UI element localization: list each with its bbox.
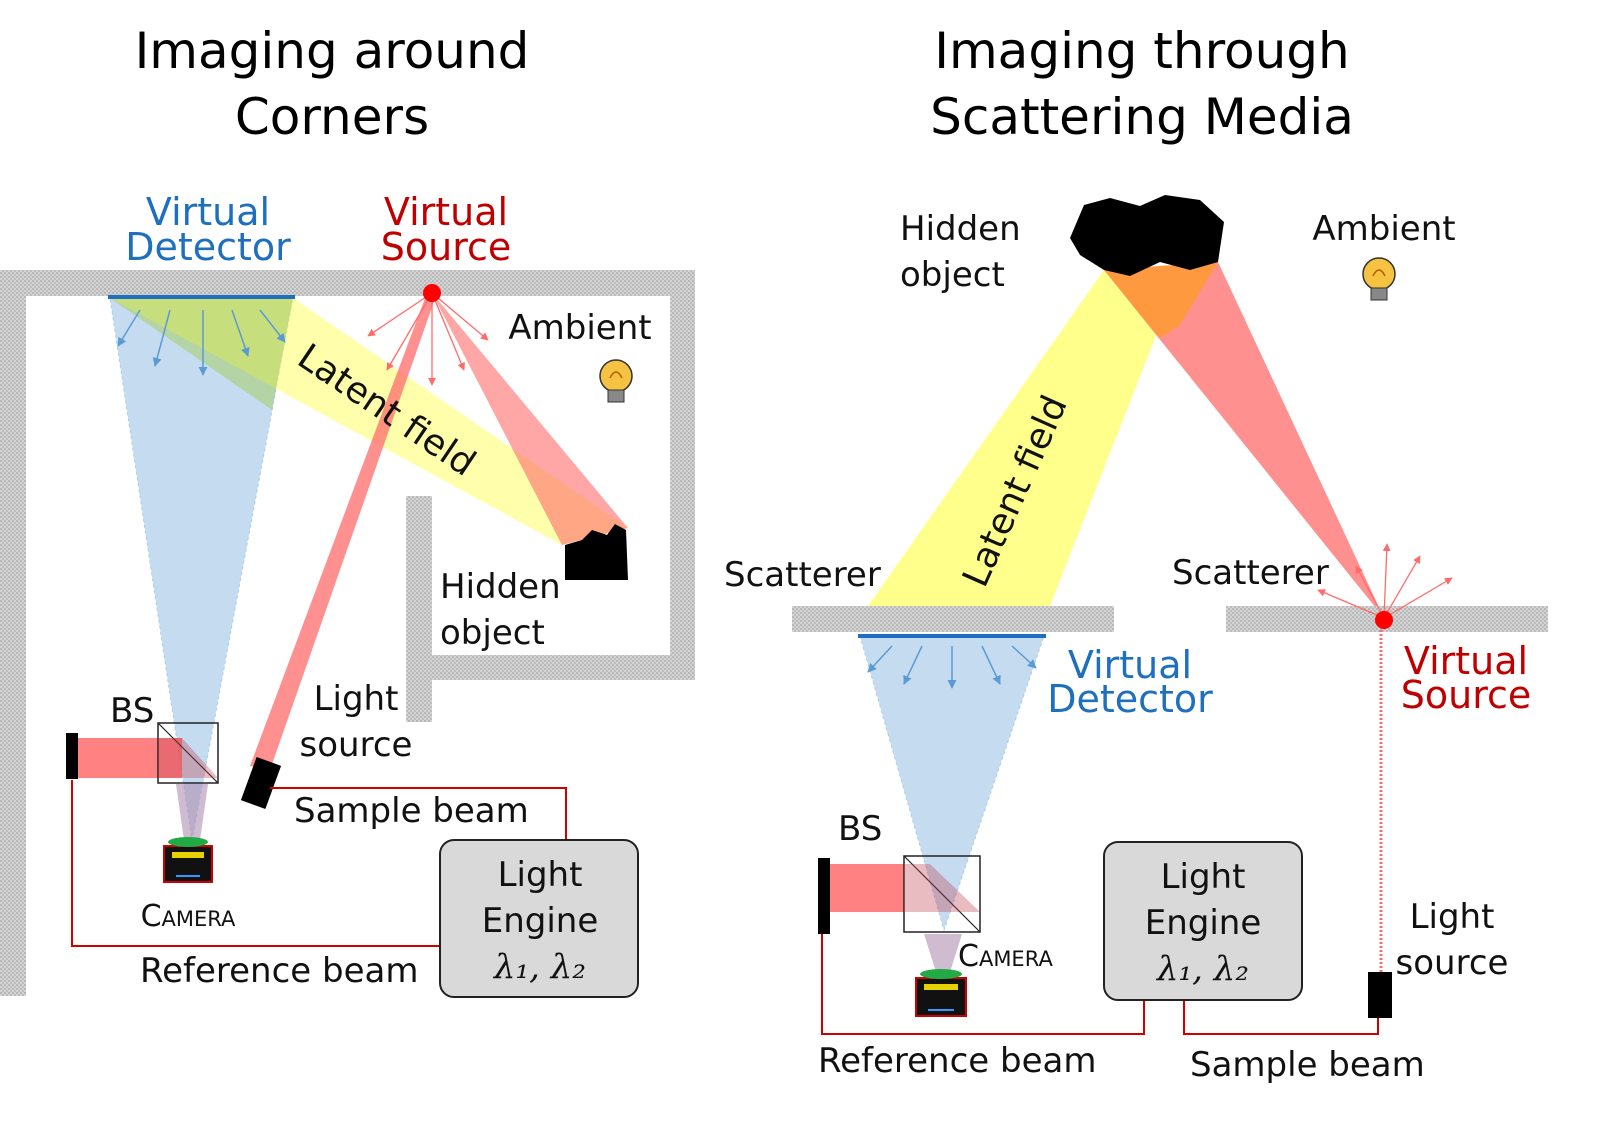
left-camera-label: Camera [141,899,236,934]
left-engine-line2: Engine [482,901,599,941]
left-light-engine-box [439,839,639,998]
left-panel: Imaging around Corners [0,22,695,998]
right-hidden-object-label-line2: object [900,255,1005,295]
right-virtual-source-label-line1: Virtual [1404,639,1528,683]
right-light-source-label-line2: source [1396,943,1509,983]
right-detector-arrows [867,645,1037,689]
right-virtual-detector-label-line2: Detector [1047,677,1213,721]
left-engine-lambda: λ₁, λ₂ [492,947,586,987]
right-engine-line2: Engine [1145,903,1262,943]
left-hidden-object-shape [565,524,628,580]
right-scatterer-left-slab [792,606,1114,632]
right-source-arrows [1317,543,1453,619]
right-bs-label: BS [838,809,882,849]
left-bs-label: BS [110,691,154,731]
left-light-source-device [240,756,282,810]
left-hidden-object-label-line1: Hidden [440,567,561,607]
right-sample-wire [1183,1000,1379,1035]
right-virtual-source-label-line2: Source [1401,673,1532,717]
left-reference-mirror [66,733,78,779]
right-reference-beam-label: Reference beam [818,1041,1096,1081]
right-camera-label: Camera [958,939,1053,974]
left-reference-arm-beam [76,738,182,778]
right-light-source-device [1368,972,1392,1018]
right-light-engine-box [1103,841,1303,1001]
right-reference-mirror [818,858,830,934]
left-sample-beam-label: Sample beam [294,791,529,831]
right-reference-arm-beam [828,864,904,912]
left-title-line2: Corners [235,88,429,146]
left-virtual-source-dot [423,284,441,302]
right-hidden-object-shape [1070,195,1224,276]
left-title-line1: Imaging around [135,22,530,80]
left-reference-wire [71,780,440,947]
right-illumination-cone [1104,262,1384,618]
left-ambient-label: Ambient [508,308,651,348]
left-engine-line1: Light [498,855,583,895]
left-hidden-object-label-line2: object [440,613,545,653]
right-engine-line1: Light [1161,857,1246,897]
left-light-source-label-line1: Light [314,679,399,719]
left-sample-beam-ray [250,293,437,770]
right-title-line1: Imaging through [934,22,1350,80]
right-reference-wire [821,934,1145,1035]
right-hidden-object-label-line1: Hidden [900,209,1021,249]
left-beam-splitter [157,722,219,784]
left-sample-wire [270,787,567,840]
right-virtual-source-dot [1375,611,1393,629]
right-camera-icon [915,934,967,1017]
right-sample-beam-label: Sample beam [1190,1045,1425,1085]
left-virtual-detector-label-line1: Virtual [146,190,270,234]
left-overlap-tint [110,298,293,410]
left-bulb-icon [599,359,633,403]
left-latent-field-band [110,298,628,545]
right-scatterer-left-label: Scatterer [724,555,881,595]
right-latent-field-band [868,270,1170,606]
right-overlap-tint [1104,262,1218,338]
right-panel: Imaging through Scattering Media [724,22,1548,1085]
right-engine-lambda: λ₁, λ₂ [1155,949,1249,989]
right-bulb-icon [1362,257,1396,301]
right-scatterer-right-label: Scatterer [1172,553,1329,593]
right-ambient-label: Ambient [1312,209,1455,249]
left-detector-arrows [117,309,286,376]
right-light-source-label-line1: Light [1410,897,1495,937]
left-virtual-detector-label-line2: Detector [125,225,291,269]
left-virtual-source-label-line1: Virtual [384,190,508,234]
left-source-arrows [367,292,489,386]
right-title-line2: Scattering Media [930,88,1354,146]
right-virtual-detector-label-line1: Virtual [1068,643,1192,687]
left-camera-icon [163,784,213,883]
left-light-source-label-line2: source [300,725,413,765]
left-reference-beam-label: Reference beam [140,951,418,991]
left-virtual-source-label-line2: Source [381,225,512,269]
left-walls [0,270,695,996]
right-beam-splitter [903,855,981,933]
left-illumination-cone [432,293,628,545]
